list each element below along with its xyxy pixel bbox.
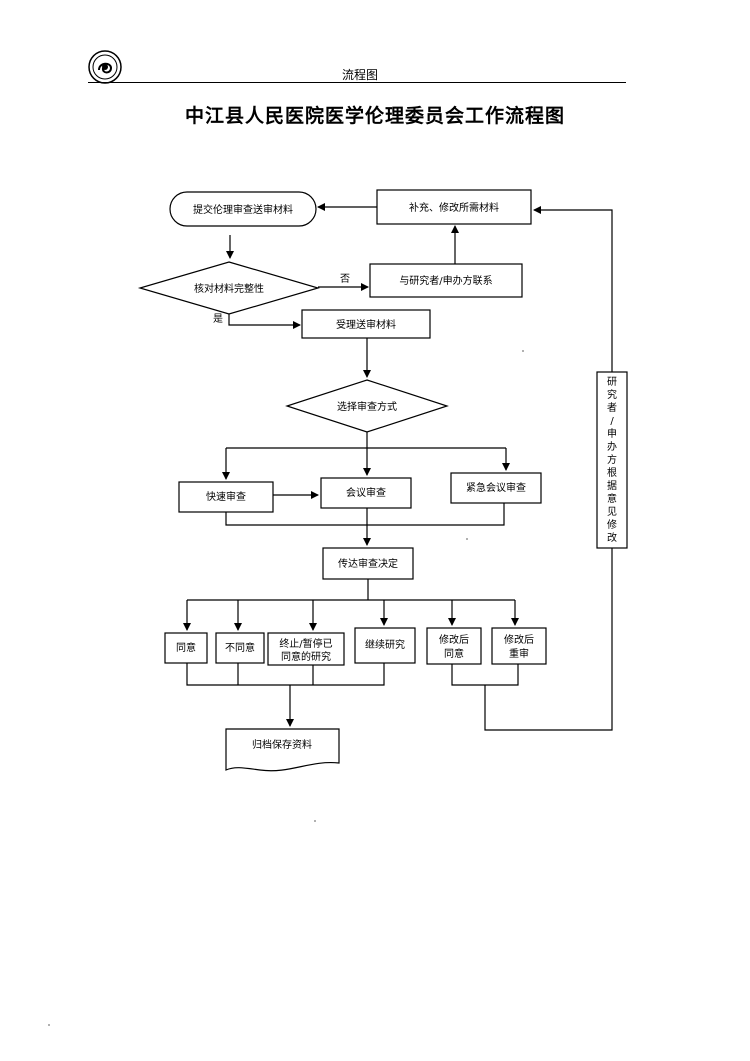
scan-speck xyxy=(48,1024,50,1026)
contact-node xyxy=(369,263,523,298)
disagree-node xyxy=(215,632,265,664)
contact-label: 与研究者/申办方联系 xyxy=(399,274,492,287)
header-divider xyxy=(88,82,626,83)
edge-label-no: 否 xyxy=(340,273,350,285)
terminate-label-1: 终止/暂停已 xyxy=(279,637,332,650)
modify-review-label-2: 重审 xyxy=(509,647,529,660)
disagree-label: 不同意 xyxy=(225,641,255,654)
archive-node xyxy=(225,728,340,772)
side-note-node xyxy=(596,371,628,549)
urgent-label: 紧急会议审查 xyxy=(466,481,526,494)
archive-label: 归档保存资料 xyxy=(252,738,312,751)
modify-agree-label-2: 同意 xyxy=(444,647,464,660)
continue-node xyxy=(354,627,416,664)
fast-label: 快速审查 xyxy=(206,490,246,503)
modify-agree-label-1: 修改后 xyxy=(439,633,469,646)
modify-review-label-1: 修改后 xyxy=(504,633,534,646)
fast-node xyxy=(178,481,274,513)
supplement-node xyxy=(376,189,532,225)
modify-review-node xyxy=(491,627,547,665)
terminate-label-2: 同意的研究 xyxy=(281,650,331,663)
convey-label: 传达审查决定 xyxy=(338,557,398,570)
document-title: 中江县人民医院医学伦理委员会工作流程图 xyxy=(184,105,565,127)
hospital-emblem-icon xyxy=(88,50,122,84)
page-label: 流程图 xyxy=(341,68,378,82)
edge-label-yes: 是 xyxy=(213,313,223,325)
accept-label: 受理送审材料 xyxy=(336,318,396,331)
supplement-label: 补充、修改所需材料 xyxy=(409,201,499,214)
meeting-node xyxy=(320,477,412,509)
side-note-label: 研 究 者 / 申 办 方 根 据 意 见 修 改 xyxy=(607,376,617,544)
urgent-node xyxy=(450,472,542,504)
meeting-label: 会议审查 xyxy=(346,486,386,499)
check-label: 核对材料完整性 xyxy=(194,282,264,295)
submit-node xyxy=(169,191,317,227)
accept-node xyxy=(301,309,431,339)
agree-label: 同意 xyxy=(176,641,196,654)
convey-node xyxy=(322,547,414,580)
scan-speck xyxy=(522,350,524,352)
choose-label: 选择审查方式 xyxy=(337,400,397,413)
terminate-node xyxy=(267,632,345,666)
modify-agree-node xyxy=(426,627,482,665)
submit-label: 提交伦理审查送审材料 xyxy=(193,203,293,216)
agree-node xyxy=(164,632,208,664)
continue-label: 继续研究 xyxy=(365,638,405,651)
scan-speck xyxy=(314,820,316,822)
scan-speck xyxy=(466,538,468,540)
